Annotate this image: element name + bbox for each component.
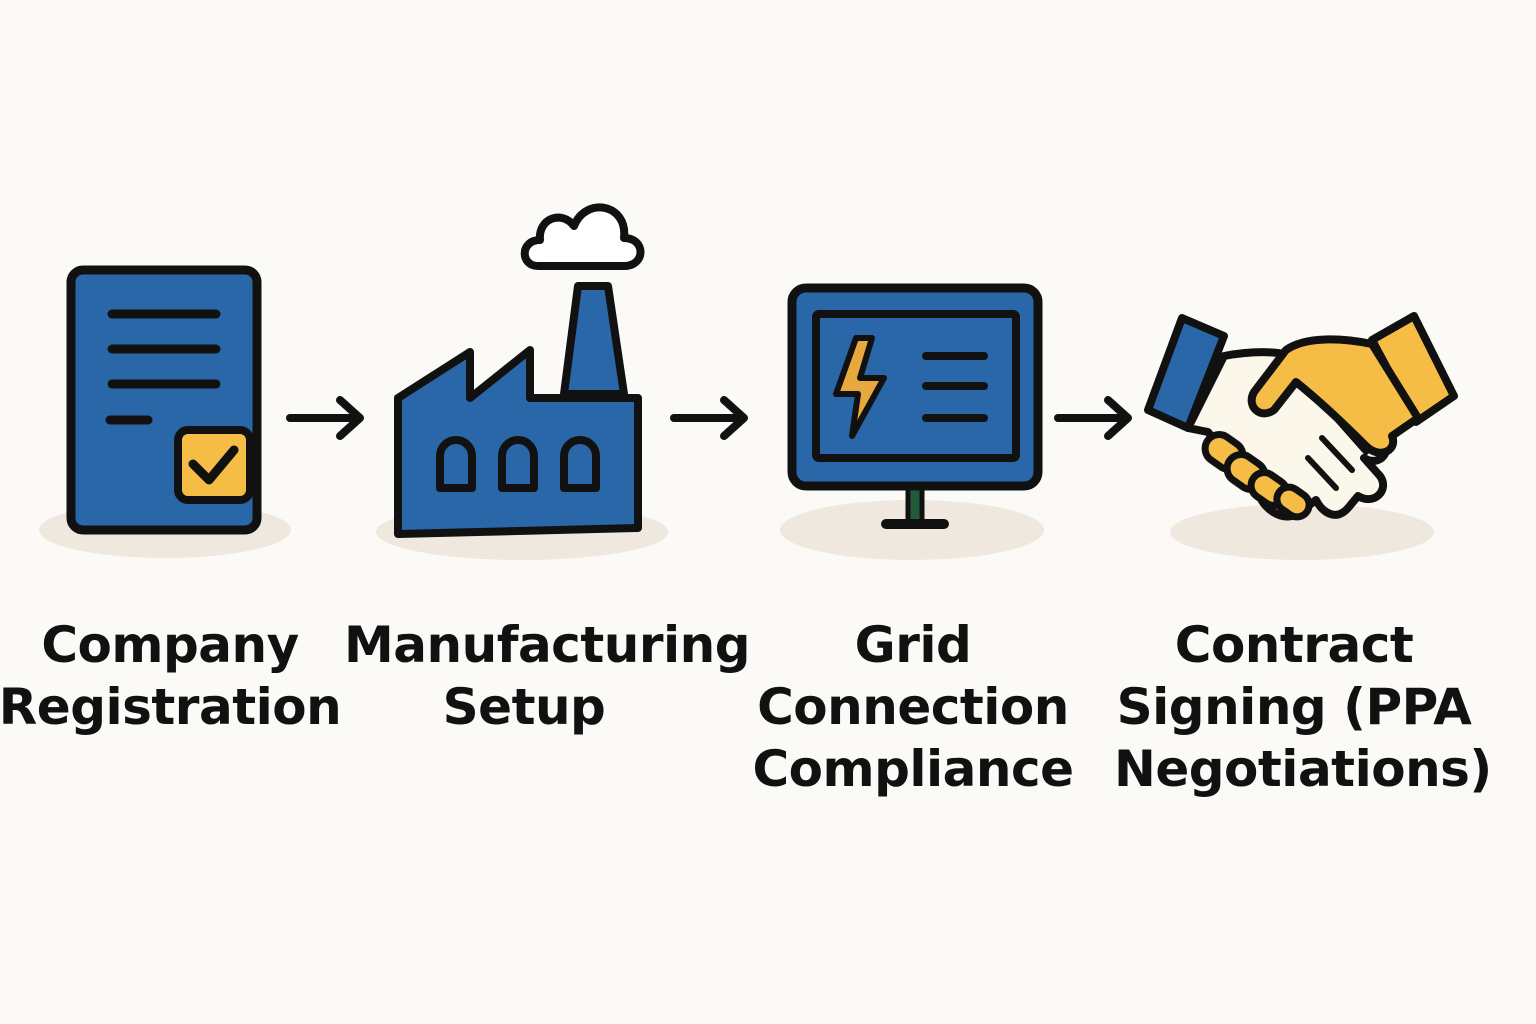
label-line: Manufacturing	[344, 616, 751, 674]
monitor-lightning-icon	[780, 283, 1044, 560]
label-line: Contract	[1174, 616, 1414, 674]
label-line: Registration	[0, 678, 342, 736]
label-line: Grid	[854, 616, 972, 674]
step-label-contract-signing: Contract Signing (PPA Negotiations)	[1114, 614, 1492, 800]
arrow-right-icon	[1054, 396, 1132, 440]
label-line: Company	[41, 616, 299, 674]
arrow-right-icon	[670, 396, 748, 440]
label-line: Connection	[757, 678, 1069, 736]
handshake-icon	[1144, 312, 1458, 560]
step-label-grid-connection-compliance: Grid Connection Compliance	[733, 614, 1093, 800]
factory-icon	[376, 203, 668, 560]
label-line: Signing (PPA	[1116, 678, 1472, 736]
document-check-icon	[39, 265, 291, 558]
label-line: Setup	[442, 678, 606, 736]
label-line: Negotiations)	[1114, 740, 1492, 798]
label-line: Compliance	[752, 740, 1074, 798]
arrow-right-icon	[286, 396, 364, 440]
step-label-company-registration: Company Registration	[0, 614, 350, 738]
step-label-manufacturing-setup: Manufacturing Setup	[344, 614, 751, 738]
